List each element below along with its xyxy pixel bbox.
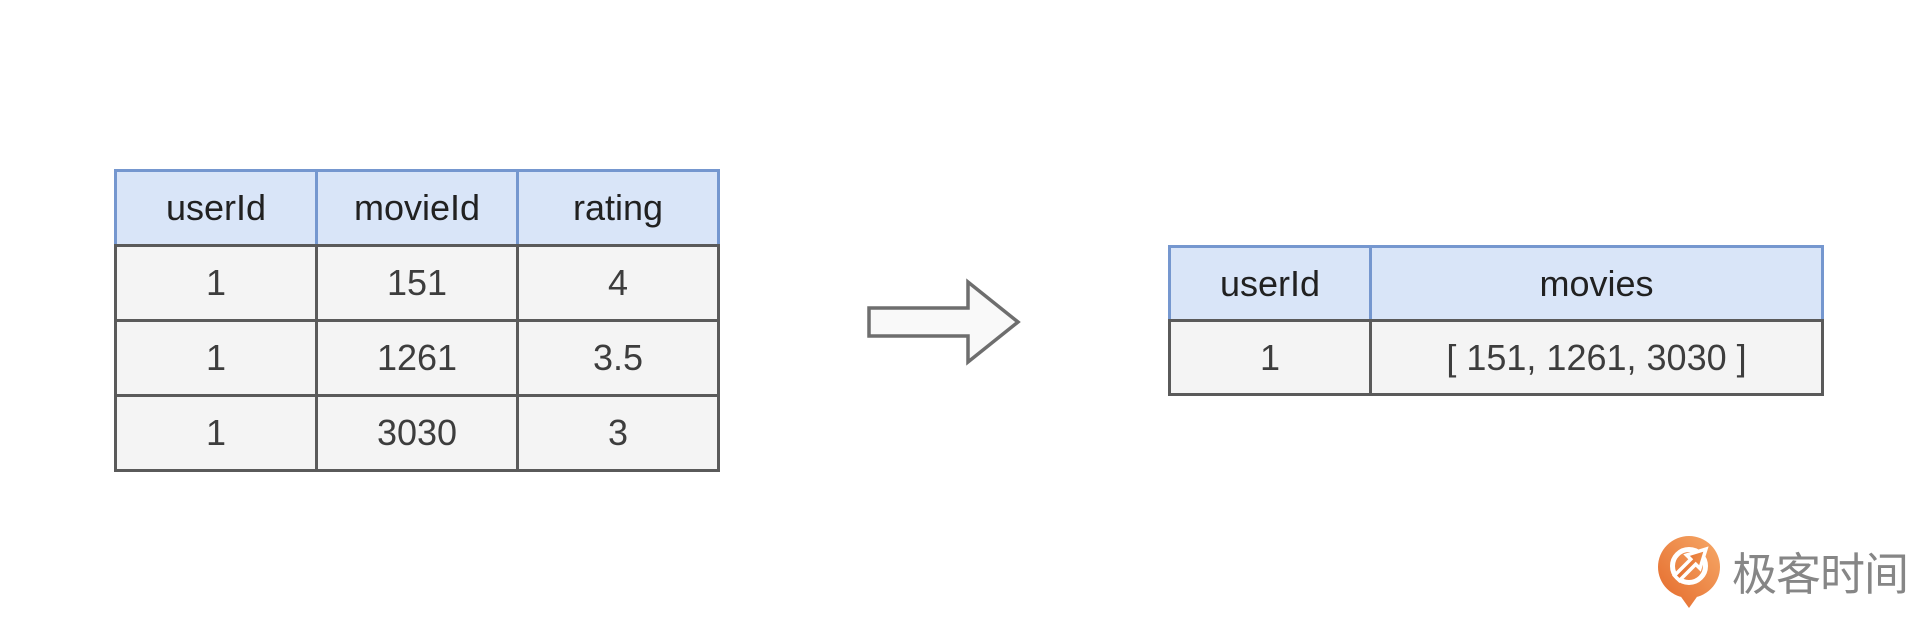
source-ratings-table: userId movieId rating 1 151 4 1 1261 3.5… [114, 169, 720, 472]
table-header-row: userId movieId rating [114, 169, 720, 247]
header-cell-userid: userId [1168, 245, 1372, 322]
geektime-logo-icon [1654, 535, 1724, 614]
cell-movieid: 1261 [315, 319, 519, 397]
header-cell-movies: movies [1369, 245, 1824, 322]
right-arrow-icon [866, 278, 1022, 366]
cell-rating: 3.5 [516, 319, 720, 397]
header-cell-userid: userId [114, 169, 318, 247]
table-row: 1 [ 151, 1261, 3030 ] [1168, 319, 1824, 396]
table-header-row: userId movies [1168, 245, 1824, 322]
cell-userid: 1 [1168, 319, 1372, 396]
cell-movieid: 3030 [315, 394, 519, 472]
cell-userid: 1 [114, 394, 318, 472]
table-row: 1 3030 3 [114, 394, 720, 472]
geektime-logo: 极客时间 [1654, 535, 1909, 614]
result-movies-table: userId movies 1 [ 151, 1261, 3030 ] [1168, 245, 1824, 396]
cell-rating: 3 [516, 394, 720, 472]
cell-userid: 1 [114, 319, 318, 397]
table-row: 1 151 4 [114, 244, 720, 322]
cell-movies-list: [ 151, 1261, 3030 ] [1369, 319, 1824, 396]
cell-rating: 4 [516, 244, 720, 322]
cell-userid: 1 [114, 244, 318, 322]
header-cell-rating: rating [516, 169, 720, 247]
cell-movieid: 151 [315, 244, 519, 322]
table-row: 1 1261 3.5 [114, 319, 720, 397]
geektime-logo-text: 极客时间 [1732, 549, 1909, 600]
header-cell-movieid: movieId [315, 169, 519, 247]
